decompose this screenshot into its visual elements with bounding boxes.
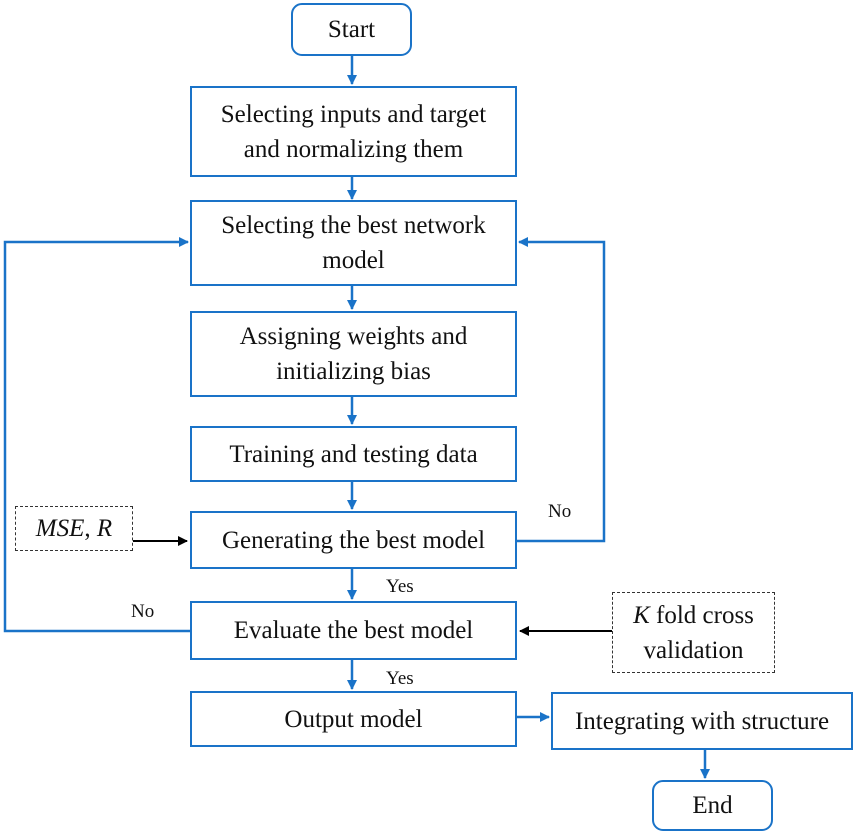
metrics-note: MSE, R xyxy=(15,506,133,551)
select-model-step: Selecting the best network model xyxy=(190,200,517,286)
evaluate-model-step: Evaluate the best model xyxy=(190,601,517,660)
yes-label-generate: Yes xyxy=(386,576,414,597)
integrate-step: Integrating with structure xyxy=(551,692,853,750)
output-model-step: Output model xyxy=(190,691,517,747)
start-node: Start xyxy=(291,3,412,56)
kfold-note: K fold cross validation xyxy=(612,592,775,673)
no-label-right: No xyxy=(548,501,572,522)
no-label-left: No xyxy=(131,601,155,622)
r-label: R xyxy=(96,515,113,542)
arrow-no-loop-left xyxy=(3,237,190,633)
generate-model-step: Generating the best model xyxy=(190,511,517,569)
select-inputs-step: Selecting inputs and target and normaliz… xyxy=(190,86,517,177)
k-label: K xyxy=(633,601,650,629)
assign-weights-step: Assigning weights and initializing bias xyxy=(190,311,517,397)
mse-label: MSE xyxy=(35,515,85,542)
end-node: End xyxy=(652,780,773,831)
yes-label-evaluate: Yes xyxy=(386,668,414,689)
arrow-no-loop-right xyxy=(517,237,606,543)
train-test-step: Training and testing data xyxy=(190,426,517,482)
